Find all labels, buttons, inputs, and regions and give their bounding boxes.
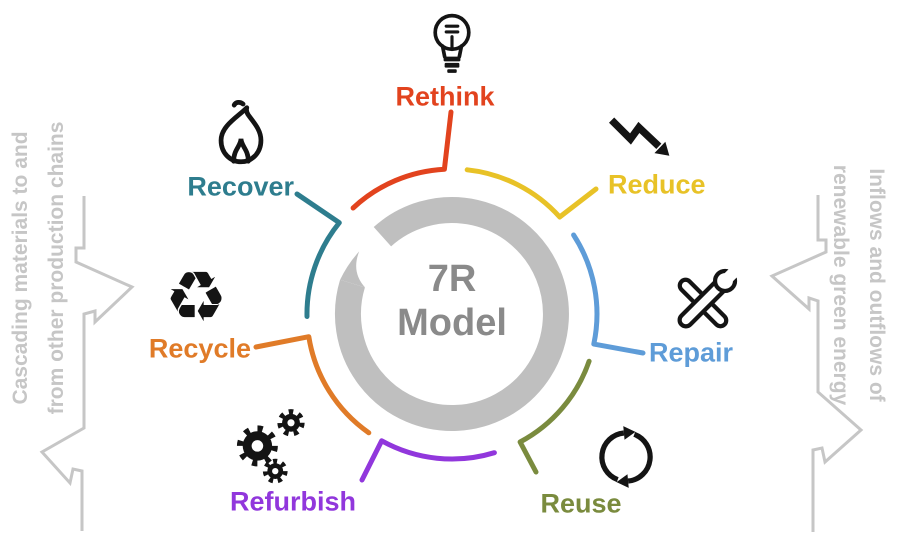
segment-arc-rethink — [350, 109, 454, 211]
left-side-note-line-2: from other production chains — [45, 121, 68, 415]
center-title: 7R Model — [397, 257, 507, 345]
label-reuse: Reuse — [540, 488, 622, 519]
label-recover: Recover — [187, 171, 294, 202]
label-repair: Repair — [649, 337, 734, 368]
segment-arc-reduce — [464, 167, 599, 220]
label-reduce: Reduce — [608, 169, 706, 200]
label-rethink: Rethink — [395, 81, 495, 112]
trend-down-arrow-icon — [599, 97, 683, 181]
right-side-note-line-2: renewable green energy — [829, 164, 852, 406]
segment-arc-recycle — [253, 334, 372, 436]
left-side-note: Cascading materials to and from other pr… — [3, 88, 77, 448]
cycle-arrows-icon — [584, 415, 668, 499]
label-refurbish: Refurbish — [229, 486, 357, 517]
segment-arc-recover — [294, 191, 342, 319]
right-side-note: Inflows and outflows of renewable green … — [820, 105, 894, 465]
tools-icon — [661, 261, 745, 345]
segment-arc-refurbish — [359, 438, 497, 483]
segment-arc-reuse — [517, 358, 592, 475]
ring-arrow-tip — [340, 251, 365, 288]
flame-icon — [199, 93, 283, 177]
recycle-symbol-icon: ♻ — [164, 256, 228, 338]
lightbulb-icon — [410, 2, 494, 86]
right-side-note-line-1: Inflows and outflows of — [865, 168, 888, 402]
title-line-2: Model — [397, 302, 507, 344]
left-flow-arrows — [39, 196, 135, 531]
right-flow-arrows — [769, 195, 864, 532]
label-recycle: Recycle — [148, 333, 251, 364]
left-side-note-line-1: Cascading materials to and — [9, 131, 32, 405]
title-line-1: 7R — [427, 257, 477, 300]
gears-icon — [228, 406, 312, 490]
segment-arc-repair — [571, 232, 646, 356]
ring-arrow — [334, 197, 569, 432]
